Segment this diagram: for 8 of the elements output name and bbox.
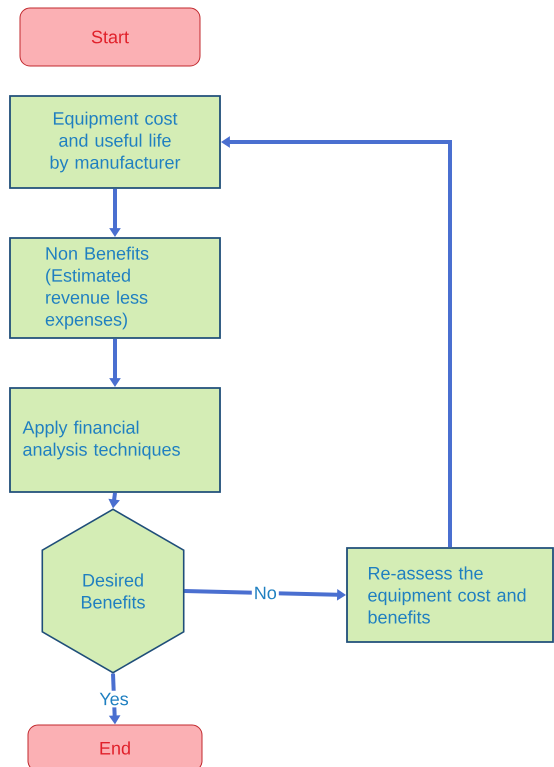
process-box: Apply financial analysis techniques	[9, 387, 221, 493]
edge-label: Yes	[97, 690, 131, 708]
process-box: Equipment cost and useful life by manufacturer	[9, 95, 221, 189]
process-box: Re-assess the equipment cost and benefits	[346, 547, 554, 643]
process-box: Non Benefits (Estimated revenue less expenses)	[9, 237, 221, 339]
terminal-box: End	[28, 724, 202, 767]
terminal-box: Start	[20, 8, 200, 66]
edge-label: No	[252, 584, 279, 602]
